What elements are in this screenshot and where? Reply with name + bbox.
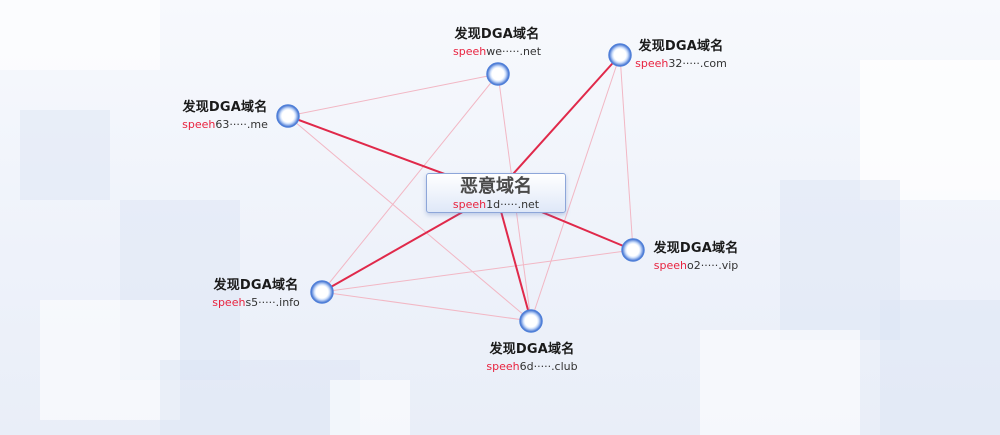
domain-suffix: we·····.net <box>486 45 542 58</box>
node-circle-o2[interactable] <box>621 238 645 262</box>
node-title: 发现DGA域名 <box>213 278 299 293</box>
domain-suffix: 63·····.me <box>215 118 268 131</box>
domain-suffix: 32·····.com <box>668 57 727 70</box>
link-s5-o2 <box>321 249 634 293</box>
domain-prefix: speeh <box>182 118 216 131</box>
domain-suffix: 6d·····.club <box>519 360 578 373</box>
node-circle-6d[interactable] <box>519 309 543 333</box>
node-title: 发现DGA域名 <box>182 100 268 115</box>
node-label-32: 发现DGA域名 speeh32·····.com <box>635 38 727 72</box>
node-label-o2: 发现DGA域名 speeho2·····.vip <box>654 240 739 274</box>
center-node-title: 恶意域名 <box>460 176 532 197</box>
link-63-we <box>287 73 499 117</box>
link-63-6d <box>287 115 532 322</box>
link-we-s5 <box>321 73 499 293</box>
node-title: 发现DGA域名 <box>638 39 724 54</box>
domain-prefix: speeh <box>212 296 246 309</box>
domain-prefix: speeh <box>653 259 687 272</box>
node-domain: speeho2·····.vip <box>654 258 739 274</box>
node-title: 发现DGA域名 <box>489 342 575 357</box>
node-label-63: 发现DGA域名 speeh63·····.me <box>182 99 268 133</box>
node-title: 发现DGA域名 <box>454 27 540 42</box>
node-domain: speeh63·····.me <box>182 117 268 133</box>
node-circles <box>276 43 645 333</box>
node-circle-we[interactable] <box>486 62 510 86</box>
node-circle-63[interactable] <box>276 104 300 128</box>
node-title: 发现DGA域名 <box>653 241 739 256</box>
link-s5-6d <box>321 291 532 322</box>
node-label-6d: 发现DGA域名 speeh6d·····.club <box>486 341 577 375</box>
domain-prefix: speeh <box>486 360 520 373</box>
link-32-o2 <box>619 54 634 251</box>
node-domain: speeh32·····.com <box>635 56 727 72</box>
node-domain: speehwe·····.net <box>453 44 541 60</box>
domain-suffix: s5·····.info <box>245 296 300 309</box>
node-domain: speeh6d·····.club <box>486 359 577 375</box>
link-center-32 <box>495 54 621 194</box>
node-label-we: 发现DGA域名 speehwe·····.net <box>453 26 541 60</box>
center-node[interactable]: 恶意域名 speeh1d·····.net <box>426 173 566 213</box>
node-label-s5: 发现DGA域名 speehs5·····.info <box>212 277 300 311</box>
domain-suffix: 1d·····.net <box>486 198 540 211</box>
domain-prefix: speeh <box>452 198 487 211</box>
center-node-domain: speeh1d·····.net <box>427 198 565 212</box>
node-circle-s5[interactable] <box>310 280 334 304</box>
domain-prefix: speeh <box>635 57 669 70</box>
domain-suffix: o2·····.vip <box>686 259 739 272</box>
link-32-6d <box>530 54 621 322</box>
node-circle-32[interactable] <box>608 43 632 67</box>
node-domain: speehs5·····.info <box>212 295 300 311</box>
domain-prefix: speeh <box>452 45 487 58</box>
link-center-6d <box>495 192 532 322</box>
